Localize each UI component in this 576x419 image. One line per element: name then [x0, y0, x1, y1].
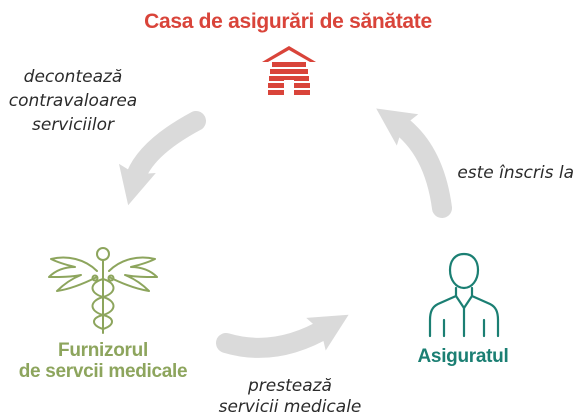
node-furnizor-title-line2: de servcii medicale: [18, 361, 188, 382]
arrow-asigurat-to-casa: [376, 108, 452, 218]
edge-label-presteaza-line2: servicii medicale: [218, 397, 362, 417]
person-icon: [428, 252, 500, 338]
caduceus-icon: [48, 247, 158, 334]
node-casa-title: Casa de asigurări de sănătate: [144, 10, 432, 33]
edge-label-decont-line1: decontează: [23, 67, 123, 87]
edge-label-inscris: este înscris la: [457, 163, 574, 183]
arrow-furnizor-to-asigurat: [216, 314, 349, 358]
edge-label-decont-line3: serviciilor: [32, 115, 114, 135]
node-furnizor-title-line1: Furnizorul: [58, 340, 148, 361]
edge-label-presteaza-line1: prestează: [248, 376, 332, 396]
arrow-casa-to-furnizor: [118, 111, 206, 206]
house-icon: [262, 46, 316, 95]
edge-label-decont-line2: contravaloarea: [8, 91, 138, 111]
node-asigurat-title: Asiguratul: [417, 346, 509, 367]
